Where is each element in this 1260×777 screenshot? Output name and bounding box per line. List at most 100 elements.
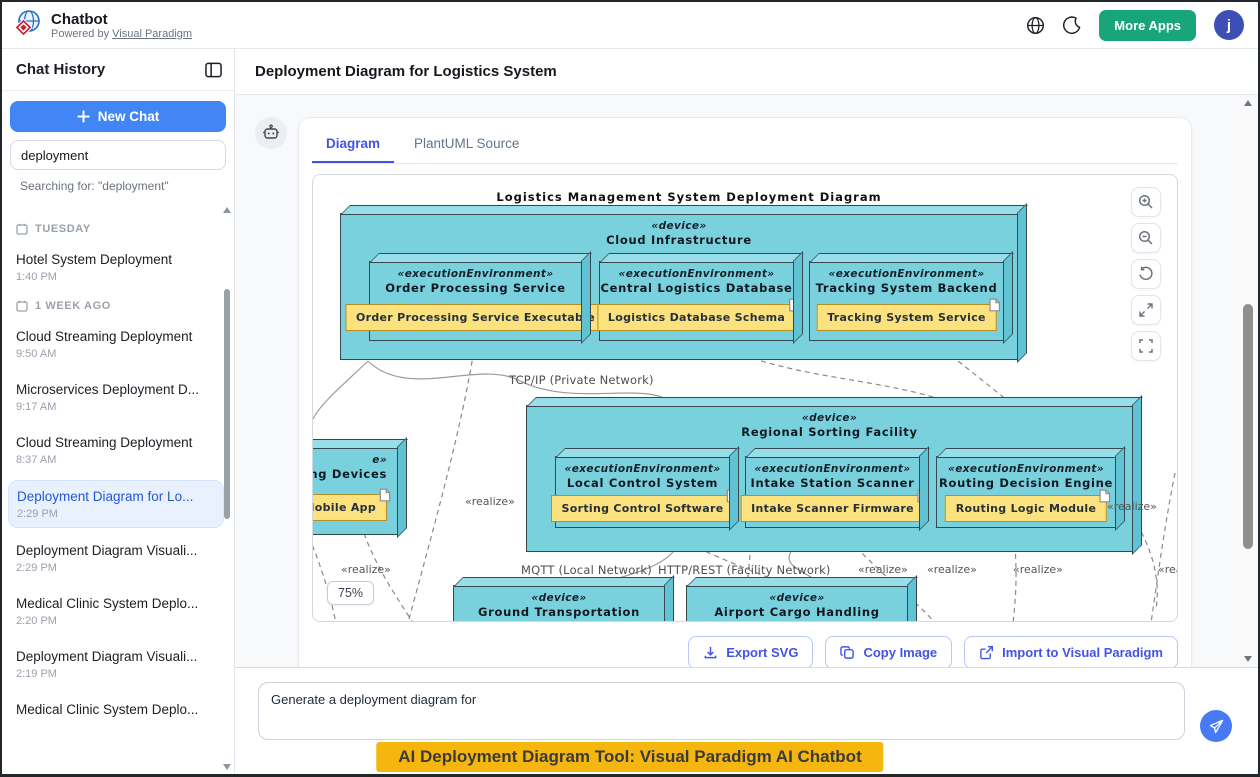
chat-search-input[interactable]: [10, 140, 226, 170]
bot-avatar: [255, 117, 287, 149]
realize-label: «realize»: [1013, 563, 1063, 576]
main-scrollbar[interactable]: [1241, 97, 1255, 665]
searching-status: Searching for: "deployment": [20, 179, 169, 193]
scroll-down-arrow[interactable]: [1244, 656, 1252, 662]
result-tabs: Diagram PlantUML Source: [312, 124, 1178, 164]
node-clipped-devices: e» ing Devices r Mobile App: [313, 447, 398, 535]
export-svg-button[interactable]: Export SVG: [688, 636, 814, 667]
robot-icon: [263, 124, 279, 139]
sidebar: Chat History New Chat Searc: [2, 49, 235, 774]
chat-item[interactable]: Hotel System Deployment 1:40 PM: [16, 252, 173, 283]
link-label-mqtt: MQTT (Local Network): [521, 563, 652, 577]
diagram-result-card: Diagram PlantUML Source: [298, 117, 1192, 667]
artifact-page-icon: [917, 489, 929, 503]
send-plane-icon: [1209, 719, 1223, 733]
artifact-routing-logic-module: Routing Logic Module: [944, 489, 1111, 522]
artifact-intake-scanner-firmware: Intake Scanner Firmware: [740, 489, 929, 522]
prompt-input[interactable]: Generate a deployment diagram for: [258, 682, 1185, 740]
node-intake-station-scanner: «executionEnvironment» Intake Station Sc…: [740, 456, 929, 528]
node-order-processing-service: «executionEnvironment» Order Processing …: [344, 261, 610, 341]
more-apps-button[interactable]: More Apps: [1099, 9, 1196, 41]
node-airport-cargo-handling-system: «device» Airport Cargo Handling System: [686, 585, 908, 621]
realize-label-clipped: «realize»: [1158, 563, 1177, 576]
reset-view-button[interactable]: [1131, 259, 1161, 289]
sidebar-controls: New Chat Searching for: "deployment": [2, 91, 234, 203]
chat-item[interactable]: Deployment Diagram Visuali... 2:19 PM: [16, 649, 198, 680]
artifact-logistics-database-schema: Logistics Database Schema: [596, 298, 800, 331]
realize-label: «realize»: [341, 563, 391, 576]
page-title: Deployment Diagram for Logistics System: [255, 63, 557, 80]
sidebar-scrollbar[interactable]: [223, 207, 231, 770]
copy-image-button[interactable]: Copy Image: [825, 636, 953, 667]
diagram-title: Logistics Management System Deployment D…: [496, 190, 882, 204]
top-actions: More Apps j: [1026, 9, 1244, 41]
fullscreen-button[interactable]: [1131, 331, 1161, 361]
user-avatar[interactable]: j: [1214, 10, 1244, 40]
brand-text: Chatbot Powered by Visual Paradigm: [51, 11, 192, 40]
copy-icon: [840, 646, 855, 659]
artifact-order-processing-executable: Order Processing Service Executable: [344, 298, 610, 331]
download-icon: [704, 646, 717, 659]
zoom-out-icon: [1138, 230, 1153, 245]
bot-message-row: Diagram PlantUML Source: [255, 117, 1208, 667]
fullscreen-brackets-icon: [1139, 339, 1153, 353]
diagram-canvas: Logistics Management System Deployment D…: [313, 175, 1177, 621]
node-routing-decision-engine: «executionEnvironment» Routing Decision …: [936, 456, 1116, 528]
collapse-sidebar-button[interactable]: [205, 62, 222, 78]
link-label-tcpip: TCP/IP (Private Network): [509, 373, 654, 387]
scrollbar-thumb[interactable]: [1243, 304, 1253, 549]
chat-history-list: TUESDAY Hotel System Deployment 1:40 PM …: [2, 203, 234, 774]
tab-plantuml-source[interactable]: PlantUML Source: [414, 136, 520, 151]
diagram-viewport[interactable]: Logistics Management System Deployment D…: [312, 174, 1178, 622]
scroll-up-arrow[interactable]: [1244, 100, 1252, 106]
app-title: Chatbot: [51, 10, 108, 28]
chat-message-area: Diagram PlantUML Source: [235, 95, 1258, 667]
chat-item-selected[interactable]: Deployment Diagram for Lo... 2:29 PM: [8, 480, 224, 528]
artifact-page-icon: [1099, 489, 1111, 503]
scroll-up-arrow[interactable]: [223, 207, 231, 213]
artifact-page-icon: [989, 298, 1001, 312]
powered-by: Powered by Visual Paradigm: [51, 27, 193, 40]
scrollbar-thumb[interactable]: [224, 289, 230, 519]
zoom-level-badge: 75%: [327, 581, 375, 605]
reset-rotate-icon: [1139, 266, 1153, 281]
plus-icon: [77, 110, 90, 123]
send-button[interactable]: [1200, 710, 1232, 742]
dark-mode-button[interactable]: [1063, 16, 1081, 34]
chat-item[interactable]: Cloud Streaming Deployment 8:37 AM: [16, 435, 193, 466]
chat-item[interactable]: Medical Clinic System Deplo... 2:20 PM: [16, 596, 199, 627]
scroll-down-arrow[interactable]: [223, 764, 231, 770]
node-regional-sorting-facility: «device» Regional Sorting Facility «exec…: [526, 405, 1133, 552]
artifact-sorting-control-software: Sorting Control Software: [550, 489, 738, 522]
node-tracking-system-backend: «executionEnvironment» Tracking System B…: [809, 261, 1004, 341]
artifact-tracking-system-service: Tracking System Service: [816, 298, 1001, 331]
calendar-icon: [16, 223, 28, 235]
realize-label: «realize»: [1107, 500, 1157, 513]
brand: Chatbot Powered by Visual Paradigm: [14, 9, 192, 42]
import-to-visual-paradigm-button[interactable]: Import to Visual Paradigm: [964, 636, 1178, 667]
chat-item[interactable]: Medical Clinic System Deplo...: [16, 702, 199, 717]
language-globe-button[interactable]: [1026, 16, 1045, 35]
top-bar: Chatbot Powered by Visual Paradigm: [2, 2, 1258, 49]
layout: Chat History New Chat Searc: [2, 49, 1258, 774]
expand-arrows-icon: [1139, 303, 1153, 317]
chat-item[interactable]: Microservices Deployment D... 9:17 AM: [16, 382, 200, 413]
node-ground-transportation-trucks: «device» Ground Transportation Trucks: [453, 585, 665, 621]
chat-item[interactable]: Cloud Streaming Deployment 9:50 AM: [16, 329, 193, 360]
node-local-control-system: «executionEnvironment» Local Control Sys…: [550, 456, 738, 528]
globe-icon: [1027, 16, 1045, 34]
calendar-icon: [16, 300, 28, 312]
visual-paradigm-link[interactable]: Visual Paradigm: [112, 27, 193, 40]
node-cloud-infrastructure: «device» Cloud Infrastructure «execution…: [340, 213, 1018, 360]
tab-diagram[interactable]: Diagram: [312, 124, 395, 163]
new-chat-button[interactable]: New Chat: [10, 101, 226, 132]
realize-label: «realize»: [927, 563, 977, 576]
zoom-out-button[interactable]: [1131, 223, 1161, 253]
node-central-logistics-database: «executionEnvironment» Central Logistics…: [596, 261, 800, 341]
zoom-in-button[interactable]: [1131, 187, 1161, 217]
sidebar-header: Chat History: [2, 49, 234, 91]
fit-expand-button[interactable]: [1131, 295, 1161, 325]
chat-item[interactable]: Deployment Diagram Visuali... 2:29 PM: [16, 543, 198, 574]
artifact-page-icon: [727, 489, 738, 503]
